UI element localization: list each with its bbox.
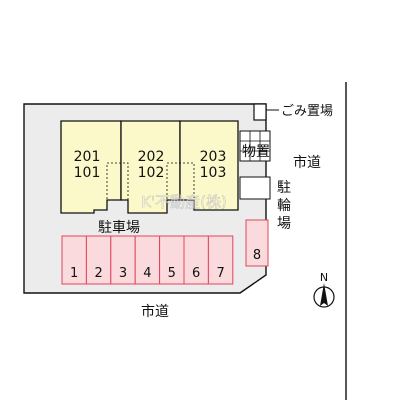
bicycle-parking-label-char: 駐 — [277, 180, 291, 196]
entrance-outline — [106, 162, 129, 201]
storage-label: 物置 — [242, 144, 270, 160]
garbage-area — [253, 103, 267, 121]
parking-lot-label: 駐車場 — [98, 219, 140, 236]
bicycle-parking-area — [239, 176, 271, 200]
bicycle-parking-label-char: 輪 — [277, 197, 291, 214]
parking-space — [245, 219, 269, 267]
unit-3-lower-number: 103 — [200, 165, 227, 181]
north-label: N — [320, 271, 328, 284]
parking-space-number: 5 — [168, 266, 176, 281]
parking-space-number: 7 — [216, 266, 224, 281]
unit-1-lower-number: 101 — [74, 165, 101, 181]
parking-space-number: 6 — [192, 266, 200, 281]
parking-spaces: 1 2 3 4 5 6 7 8 — [61, 219, 269, 285]
unit-2-upper-number: 202 — [138, 149, 165, 165]
unit-3-upper-number: 203 — [200, 149, 227, 165]
north-arrow-icon — [313, 283, 335, 308]
watermark: K'不動産(株) — [141, 193, 227, 211]
parking-space-number: 2 — [94, 266, 102, 281]
parking-space — [183, 235, 209, 285]
unit-1-upper-number: 201 — [74, 149, 101, 165]
east-road-label: 市道 — [293, 154, 321, 171]
storage-grid — [239, 130, 271, 162]
parking-space-number: 1 — [70, 266, 78, 281]
south-road-label: 市道 — [141, 303, 169, 320]
entrance-outline — [166, 162, 195, 201]
parking-space-number: 3 — [119, 266, 127, 281]
parking-space-number: 8 — [253, 248, 261, 263]
unit-2-lower-number: 102 — [138, 165, 165, 181]
building-units: 201 101 202 102 203 103 — [60, 120, 239, 214]
parking-space — [85, 235, 112, 285]
parking-space-number: 4 — [143, 266, 151, 281]
parking-space — [207, 235, 234, 285]
parking-space — [159, 235, 185, 285]
garbage-area-label: ごみ置場 — [281, 103, 333, 119]
bicycle-parking-label-char: 場 — [277, 216, 291, 232]
